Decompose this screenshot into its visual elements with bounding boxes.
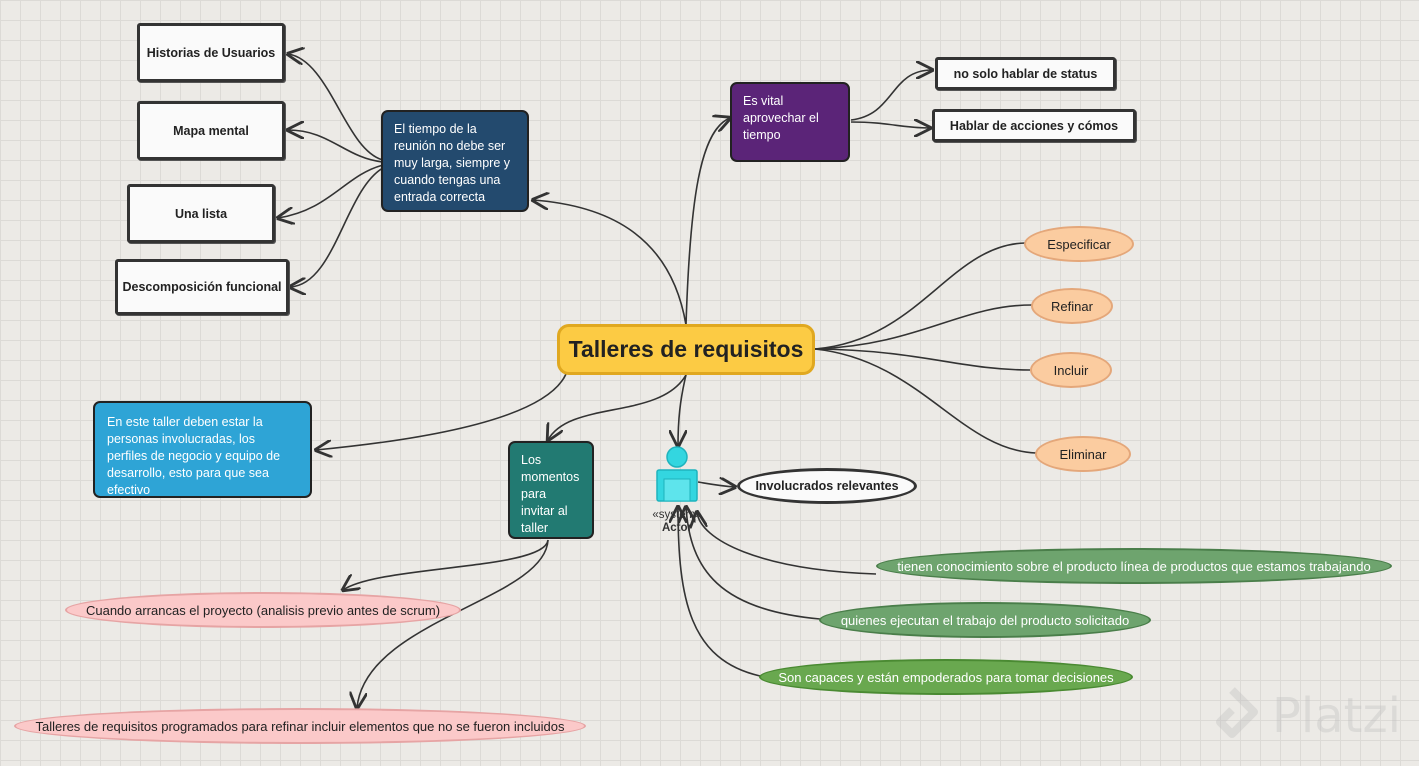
platzi-watermark: Platzi: [1202, 686, 1401, 746]
actor-icon[interactable]: [654, 446, 700, 504]
link-arranque: [343, 539, 549, 590]
trait-empowered[interactable]: Son capaces y están empoderados para tom…: [759, 659, 1133, 695]
item-mapa-mental[interactable]: Mapa mental: [137, 101, 285, 160]
link-lista: [278, 164, 384, 218]
item-especificar[interactable]: Especificar: [1024, 226, 1134, 262]
link-refinar: [814, 304, 1033, 350]
trait-executors[interactable]: quienes ejecutan el trabajo del producto…: [819, 602, 1151, 638]
participants-callout[interactable]: En este taller deben estar la personas i…: [93, 401, 312, 498]
link-conocimiento: [697, 512, 877, 575]
item-historias-usuarios[interactable]: Historias de Usuarios: [137, 23, 285, 82]
link-mapa: [288, 130, 384, 163]
link-acciones: [850, 122, 930, 128]
link-actor: [678, 374, 686, 446]
platzi-logo-icon: [1215, 687, 1258, 738]
link-relevantes: [697, 482, 735, 487]
moment-scheduled-workshops[interactable]: Talleres de requisitos programados para …: [14, 708, 586, 744]
meeting-time-callout[interactable]: El tiempo de la reunión no debe ser muy …: [381, 110, 529, 212]
link-status: [850, 70, 932, 121]
item-no-solo-status[interactable]: no solo hablar de status: [935, 57, 1116, 90]
link-ejecutan: [686, 507, 821, 620]
relevant-stakeholders[interactable]: Involucrados relevantes: [737, 468, 917, 504]
actor-label: Actor: [661, 522, 693, 534]
link-eliminar: [814, 348, 1037, 454]
link-especificar: [814, 242, 1026, 350]
trait-knowledge[interactable]: tienen conocimiento sobre el producto lí…: [876, 548, 1392, 584]
actor-stereotype: «system»: [652, 509, 702, 521]
link-capaces: [678, 507, 761, 677]
item-acciones-comos[interactable]: Hablar de acciones y cómos: [932, 109, 1136, 142]
link-incluir: [814, 348, 1031, 371]
item-incluir[interactable]: Incluir: [1030, 352, 1112, 388]
link-descomposicion: [290, 167, 384, 287]
item-eliminar[interactable]: Eliminar: [1035, 436, 1131, 472]
link-tiempo-reunion: [533, 200, 687, 326]
moments-callout[interactable]: Los momentos para invitar al taller: [508, 441, 594, 539]
link-historias: [288, 54, 384, 161]
item-descomposicion-funcional[interactable]: Descomposición funcional: [115, 259, 289, 315]
platzi-wordmark: Platzi: [1271, 688, 1401, 744]
link-participantes: [316, 373, 567, 450]
link-es-vital: [685, 118, 730, 326]
central-topic[interactable]: Talleres de requisitos: [557, 324, 815, 375]
moment-project-start[interactable]: Cuando arrancas el proyecto (analisis pr…: [65, 592, 461, 628]
item-una-lista[interactable]: Una lista: [127, 184, 275, 243]
vital-time-callout[interactable]: Es vital aprovechar el tiempo: [730, 82, 850, 162]
link-momentos: [548, 374, 687, 440]
item-refinar[interactable]: Refinar: [1031, 288, 1113, 324]
